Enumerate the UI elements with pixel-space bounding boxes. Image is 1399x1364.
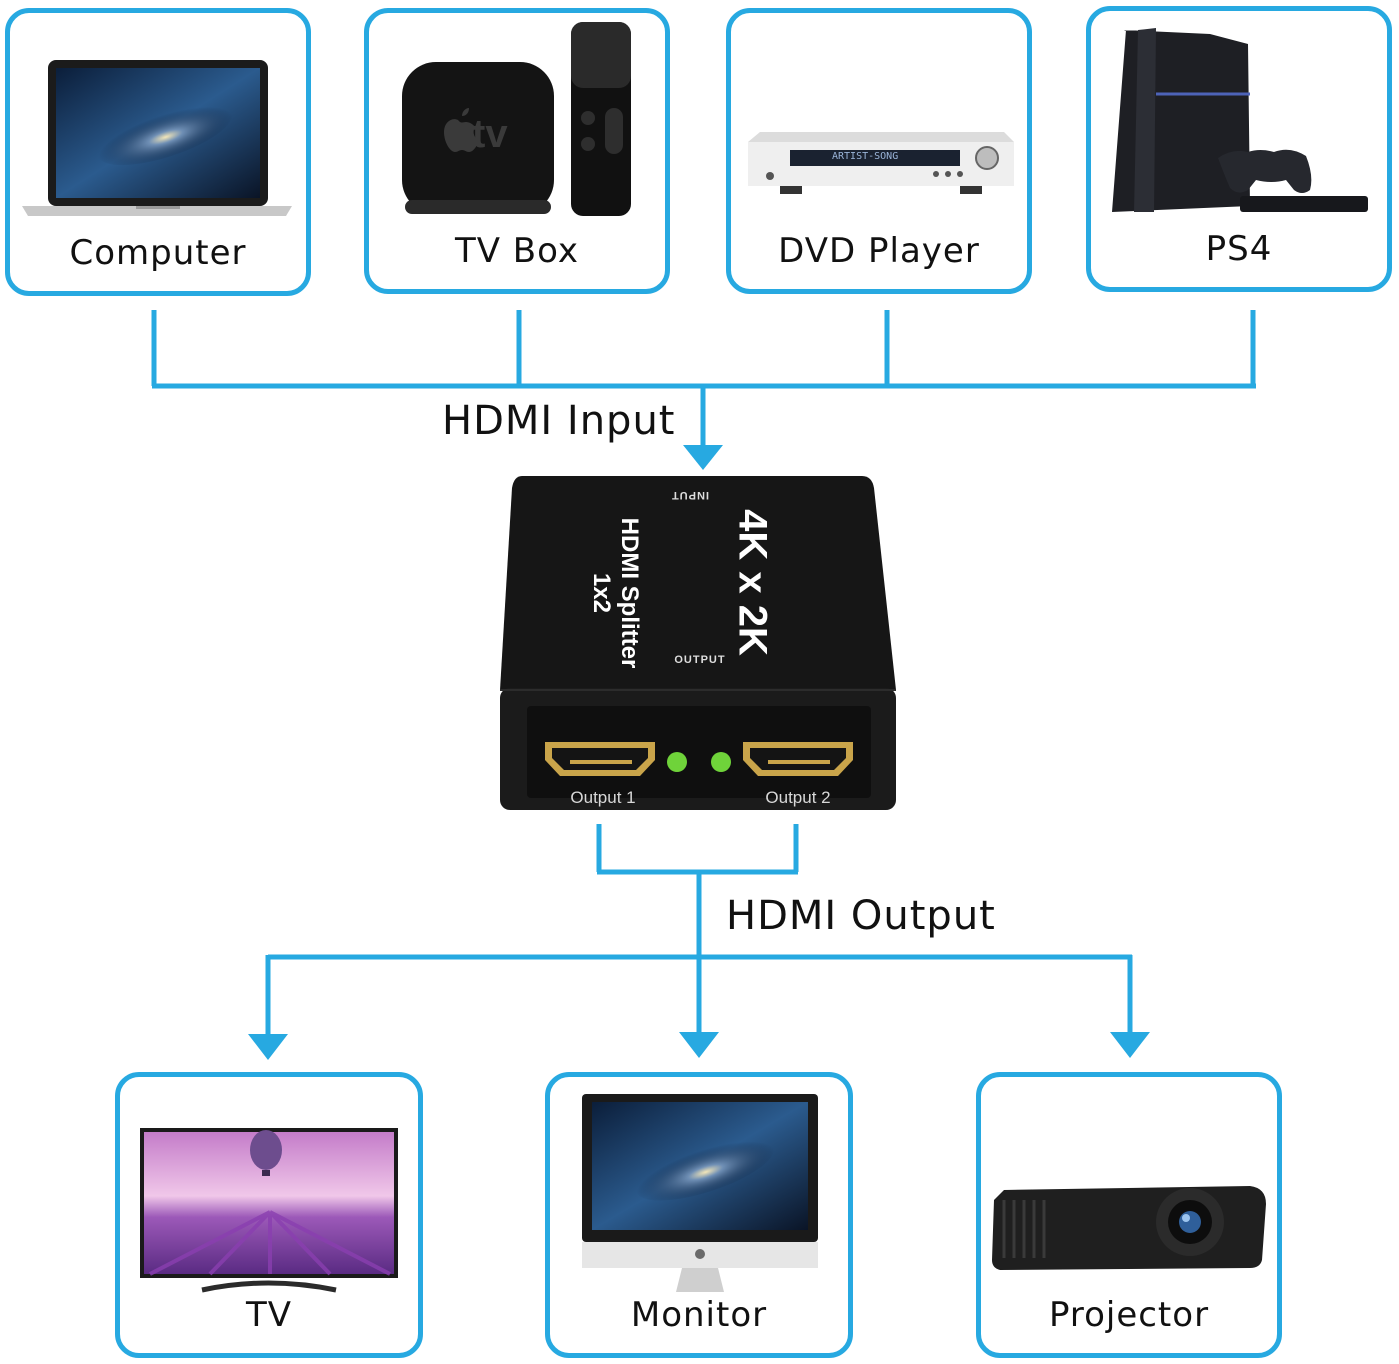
output-arrow-tv: [248, 1034, 288, 1060]
dvd-player-label: DVD Player: [778, 231, 980, 271]
tv-label: TV: [245, 1295, 293, 1335]
hdmi-port-2: [743, 742, 853, 776]
led-2: [711, 752, 731, 772]
ps4-console-icon: [1112, 28, 1368, 212]
output-port-1-label: Output 1: [570, 788, 636, 807]
dvd-player-icon: [748, 132, 1014, 194]
computer-label: Computer: [69, 233, 247, 273]
splitter-input-marking: INPUT: [671, 489, 709, 501]
output-arrow-monitor: [679, 1032, 719, 1058]
projector-label: Projector: [1048, 1295, 1210, 1335]
monitor-icon: [582, 1094, 818, 1292]
output-wires: [265, 824, 1133, 1036]
ps4-label: PS4: [1205, 229, 1273, 269]
hdmi-output-caption: HDMI Output: [726, 893, 996, 939]
dvd-display-text: ARTIST-SONG: [832, 151, 899, 162]
input-wires: [151, 310, 1256, 448]
input-arrow: [683, 445, 723, 470]
hdmi-input-caption: HDMI Input: [442, 398, 676, 444]
splitter-output-marking: OUTPUT: [674, 654, 726, 666]
apple-tv-icon: [402, 22, 631, 216]
laptop-icon: [22, 60, 292, 216]
hdmi-port-1: [545, 742, 655, 776]
splitter-resolution-text: 4K x 2K: [730, 509, 775, 656]
projector-icon: [992, 1186, 1266, 1270]
splitter-model-text: HDMI Splitter 1x2: [588, 517, 643, 669]
tv-icon: [140, 1128, 398, 1293]
monitor-label: Monitor: [630, 1295, 768, 1335]
output-arrow-projector: [1110, 1032, 1150, 1058]
tv-box-logo-text: tv: [472, 112, 508, 156]
led-1: [667, 752, 687, 772]
output-port-2-label: Output 2: [765, 788, 831, 807]
tv-box-label: TV Box: [454, 231, 580, 271]
hdmi-splitter-device: [500, 476, 896, 810]
